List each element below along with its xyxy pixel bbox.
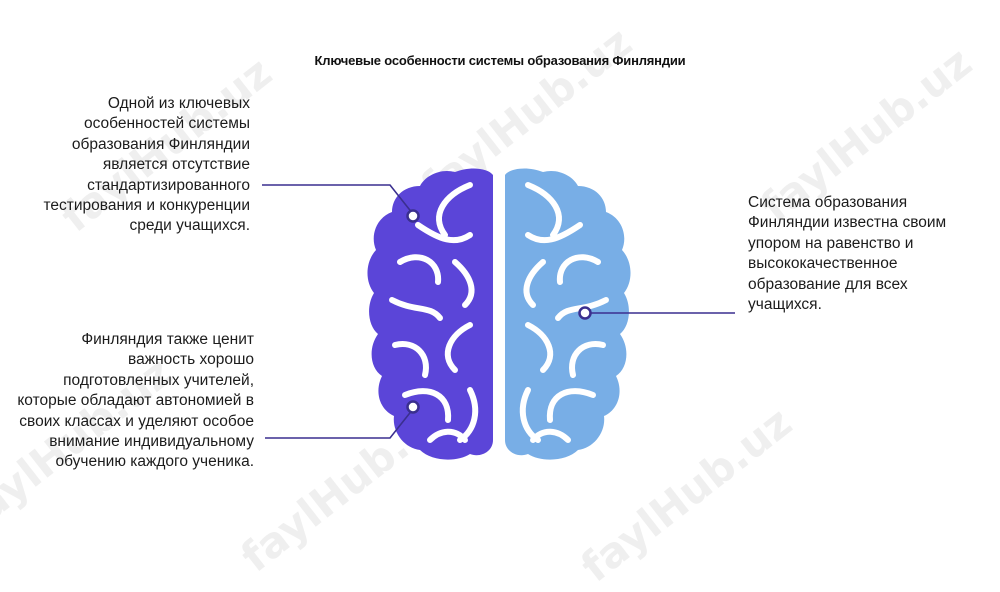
connector-line-left-top xyxy=(262,184,414,215)
connector-line-left-bottom xyxy=(265,408,414,439)
callout-left-bottom: Финляндия также ценит важность хорошо по… xyxy=(17,331,254,471)
brain-icon xyxy=(367,168,631,460)
connector-dot-right xyxy=(578,306,592,320)
connector-dot-left-top xyxy=(406,209,420,223)
callout-left-top: Одной из ключевых особенностей системы о… xyxy=(43,95,250,235)
diagram-title: Ключевые особенности системы образования… xyxy=(314,53,686,68)
brain-diagram xyxy=(262,168,735,460)
callout-right: Система образования Финляндии известна с… xyxy=(748,194,947,314)
connector-dot-left-bottom xyxy=(406,400,420,414)
